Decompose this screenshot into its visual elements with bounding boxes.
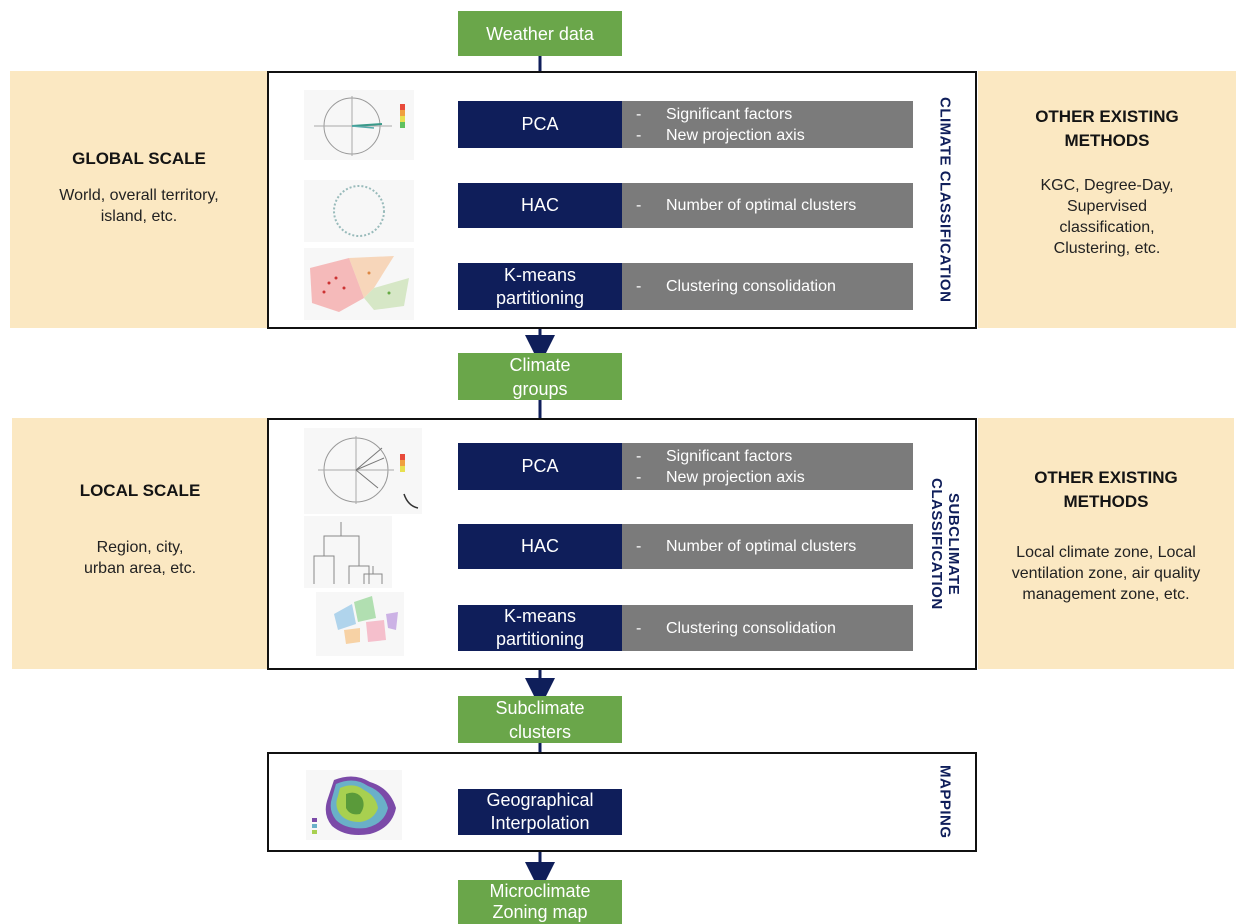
climate-kmeans-box: K-means partitioning <box>458 263 622 310</box>
detail-text: Clustering consolidation <box>666 278 836 295</box>
detail-text: Clustering consolidation <box>666 619 836 637</box>
detail-line: -Clustering consolidation <box>636 278 836 295</box>
detail-text: New projection axis <box>666 126 805 144</box>
detail-text: New projection axis <box>666 468 805 486</box>
detail-line: -Clustering consolidation <box>636 619 836 637</box>
climate-hac-label: HAC <box>520 195 559 215</box>
global-other-methods-panel: OTHER EXISTING METHODS KGC, Degree-Day, … <box>978 71 1236 328</box>
detail-line: -Significant factors <box>636 447 793 465</box>
local-scale-title: LOCAL SCALE <box>79 481 201 500</box>
subclimate-clusters-line1: Subclimate <box>495 697 585 718</box>
detail-text: Number of optimal clusters <box>666 197 857 214</box>
subclimate-kmeans-label-line1: K-means <box>503 606 577 626</box>
climate-pca-label: PCA <box>521 114 559 134</box>
weather-data-box: Weather data <box>458 11 622 56</box>
subclimate-pca-box: PCA <box>458 443 622 490</box>
detail-line: -Number of optimal clusters <box>636 197 857 214</box>
detail-line: -Number of optimal clusters <box>636 538 857 555</box>
zoning-map-thumbnail <box>306 770 402 840</box>
geographical-interpolation-box: Geographical Interpolation <box>458 789 622 835</box>
mapping-label: MAPPING <box>936 765 954 839</box>
detail-line: -New projection axis <box>636 468 805 486</box>
detail-line: -New projection axis <box>636 126 805 144</box>
hac-dendrogram-thumbnail <box>304 180 414 242</box>
climate-hac-box: HAC <box>458 183 622 228</box>
climate-groups-box: Climate groups <box>458 353 622 400</box>
subclimate-kmeans-label-line2: partitioning <box>495 629 585 649</box>
global-scale-description: World, overall territory, island, etc. <box>59 187 219 225</box>
subclimate-clusters-line2: clusters <box>508 721 571 742</box>
local-other-methods-panel: OTHER EXISTING METHODS Local climate zon… <box>978 418 1234 669</box>
subclimate-clusters-box: Subclimate clusters <box>458 696 622 743</box>
detail-text: Significant factors <box>666 105 793 123</box>
global-scale-panel: GLOBAL SCALE World, overall territory, i… <box>10 71 268 328</box>
global-scale-title: GLOBAL SCALE <box>72 149 206 168</box>
climate-kmeans-label-line2: partitioning <box>495 287 585 308</box>
subclimate-hac-box: HAC <box>458 524 622 569</box>
pca-circle-thumbnail <box>304 90 414 160</box>
climate-kmeans-label-line1: K-means <box>503 264 577 285</box>
subclimate-pca-details: -Significant factors -New projection axi… <box>622 443 913 490</box>
subclimate-kmeans-details: -Clustering consolidation <box>622 605 913 651</box>
climate-pca-details: -Significant factors -New projection axi… <box>622 101 913 148</box>
local-other-methods-description: Local climate zone, Local ventilation zo… <box>1011 544 1201 603</box>
climate-kmeans-details: -Clustering consolidation <box>622 263 913 310</box>
weather-data-label: Weather data <box>486 23 594 44</box>
detail-text: Number of optimal clusters <box>666 538 857 555</box>
kmeans2-scatter-thumbnail <box>316 592 404 656</box>
climate-groups-line2: groups <box>512 378 568 399</box>
subclimate-pca-label: PCA <box>521 456 559 476</box>
kmeans-scatter-thumbnail <box>304 248 414 320</box>
local-scale-description-line2: urban area, etc. <box>83 560 197 577</box>
local-scale-panel: LOCAL SCALE Region, city, urban area, et… <box>12 418 268 669</box>
subclimate-classification-label: SUBCLIMATE CLASSIFICATION <box>928 478 962 610</box>
climate-hac-details: -Number of optimal clusters <box>622 183 913 228</box>
geo-interp-line2: Interpolation <box>490 813 590 833</box>
global-other-methods-title: OTHER EXISTING METHODS <box>1035 107 1179 150</box>
subclimate-kmeans-box: K-means partitioning <box>458 605 622 651</box>
detail-line: -Significant factors <box>636 105 793 123</box>
microclimate-zoning-map-box: Microclimate Zoning map <box>458 880 622 924</box>
local-other-methods-title: OTHER EXISTING METHODS <box>1034 468 1178 511</box>
microclimate-line1: Microclimate <box>489 881 591 901</box>
subclimate-hac-label: HAC <box>520 536 559 556</box>
climate-groups-line1: Climate <box>509 354 571 375</box>
global-other-methods-description: KGC, Degree-Day, Supervised classificati… <box>1040 177 1174 257</box>
hac2-dendrogram-thumbnail <box>304 516 392 588</box>
local-scale-description-line1: Region, city, <box>96 539 184 556</box>
microclimate-line2: Zoning map <box>492 902 588 922</box>
pca2-circle-thumbnail <box>304 428 422 514</box>
geo-interp-line1: Geographical <box>486 790 594 810</box>
climate-classification-label: CLIMATE CLASSIFICATION <box>936 97 954 303</box>
detail-text: Significant factors <box>666 447 793 465</box>
subclimate-hac-details: -Number of optimal clusters <box>622 524 913 569</box>
climate-pca-box: PCA <box>458 101 622 148</box>
